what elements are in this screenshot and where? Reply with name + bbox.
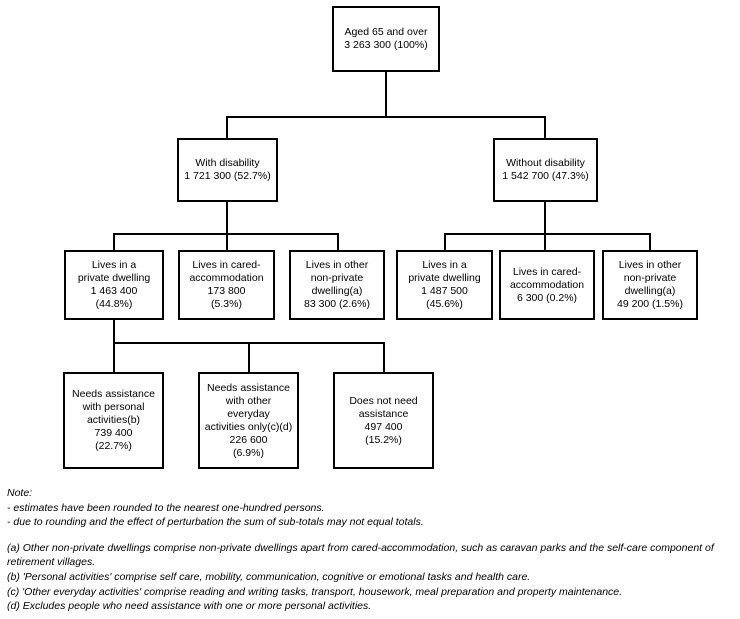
node-line-1: Lives in a [422,259,467,271]
node-value: 226 600 [229,433,268,446]
node-line-2: with personal [82,401,145,413]
connector-level4-drop-3 [383,342,385,372]
connector-withdis-drop-3 [337,233,339,250]
node-with-disability-private-dwelling: Lives in a private dwelling 1 463 400 (4… [64,250,164,320]
node-without-disability-cared-accommodation: Lives in cared- accommodation 6 300 (0.2… [499,250,595,320]
node-label: Aged 65 and over [344,26,428,38]
node-percent: (22.7%) [95,440,132,452]
connector-root-stem [385,72,387,117]
node-line-1: Lives in a [91,259,137,271]
node-line-2: non-private [310,272,364,284]
node-value: 1 463 400 [90,285,138,297]
footnote-a: (a) Other non-private dwellings comprise… [7,541,714,569]
connector-withdis-drop-1 [113,233,115,250]
connector-level2-right-drop [544,116,546,138]
connector-level4-stem [113,320,115,372]
node-with-disability-other-non-private: Lives in other non-private dwelling(a) 8… [289,250,385,320]
node-line-1: Does not need [349,394,418,407]
connector-withoutdis-drop-2 [544,233,546,250]
node-without-disability-private-dwelling: Lives in a private dwelling 1 487 500 (4… [396,250,493,320]
node-aged-65-and-over: Aged 65 and over 3 263 300 (100%) [332,6,440,72]
node-line-1: Lives in cared- [512,265,582,278]
note-perturbation: - due to rounding and the effect of pert… [7,516,424,529]
connector-level2-bus [226,116,546,118]
connector-level2-left-drop [226,116,228,138]
node-value: 739 400 [94,427,133,439]
connector-withdis-drop-2 [226,233,228,250]
node-line-1: Lives in cared- [192,259,261,271]
node-needs-assistance-personal-activities: Needs assistance with personal activitie… [63,372,164,469]
node-value: 173 800 [207,285,246,297]
node-value: 6 300 (0.2%) [516,291,578,304]
node-line-1: Lives in other [305,259,369,271]
note-heading: Note: [7,487,33,499]
connector-withoutdis-drop-1 [444,233,446,250]
node-line-1: Lives in other [618,259,682,271]
node-percent: (15.2%) [365,433,402,446]
node-with-disability-cared-accommodation: Lives in cared- accommodation 173 800 (5… [178,250,275,320]
node-line-3: dwelling(a) [311,285,363,297]
node-percent: (45.6%) [426,298,463,310]
node-line-2: private dwelling [77,272,151,284]
flowchart-canvas: Aged 65 and over 3 263 300 (100%) With d… [63,6,698,469]
notes-section: Note: - estimates have been rounded to t… [7,486,733,614]
node-line-1: Needs assistance [72,388,155,400]
node-percent: (44.8%) [95,298,133,310]
node-line-2: non-private [623,272,677,284]
node-line-3: activities(b) [86,414,141,426]
node-value: 49 200 (1.5%) [617,298,683,310]
node-without-disability-other-non-private: Lives in other non-private dwelling(a) 4… [602,250,698,320]
node-percent: (6.9%) [233,446,264,459]
connector-withoutdis-stem [544,202,546,235]
node-value: 1 542 700 (47.3%) [502,170,589,182]
node-line-2: with other [225,394,272,407]
node-with-disability: With disability 1 721 300 (52.7%) [177,138,278,202]
node-line-2: assistance [358,407,409,420]
node-without-disability: Without disability 1 542 700 (47.3%) [493,138,598,202]
node-line-3: dwelling(a) [624,285,676,297]
node-value: 3 263 300 (100%) [344,39,428,51]
node-label: With disability [195,157,260,169]
node-does-not-need-assistance: Does not need assistance 497 400 (15.2%) [333,372,434,469]
connector-withoutdis-bus [444,233,651,235]
connector-level4-drop-2 [248,342,250,372]
node-line-4: activities only(c)(d) [204,420,293,433]
node-line-2: accommodation [189,272,264,284]
node-percent: (5.3%) [211,298,242,310]
node-line-2: accommodation [509,278,585,291]
node-line-2: private dwelling [408,272,481,284]
node-value: 1 487 500 [421,285,468,297]
connector-withoutdis-drop-3 [649,233,651,250]
node-value: 497 400 [364,420,403,433]
node-needs-assistance-other-everyday-activities: Needs assistance with other everyday act… [198,372,299,469]
connector-withdis-stem [226,202,228,235]
node-line-3: everyday [227,407,270,420]
note-rounding: - estimates have been rounded to the nea… [7,501,325,514]
footnote-c: (c) 'Other everyday activities' comprise… [7,585,623,598]
footnote-d: (d) Excludes people who need assistance … [7,600,372,613]
footnote-b: (b) 'Personal activities' comprise self … [7,570,531,583]
node-value: 1 721 300 (52.7%) [184,170,271,182]
node-line-1: Needs assistance [207,381,290,394]
node-value: 83 300 (2.6%) [304,298,370,310]
node-label: Without disability [506,157,585,169]
